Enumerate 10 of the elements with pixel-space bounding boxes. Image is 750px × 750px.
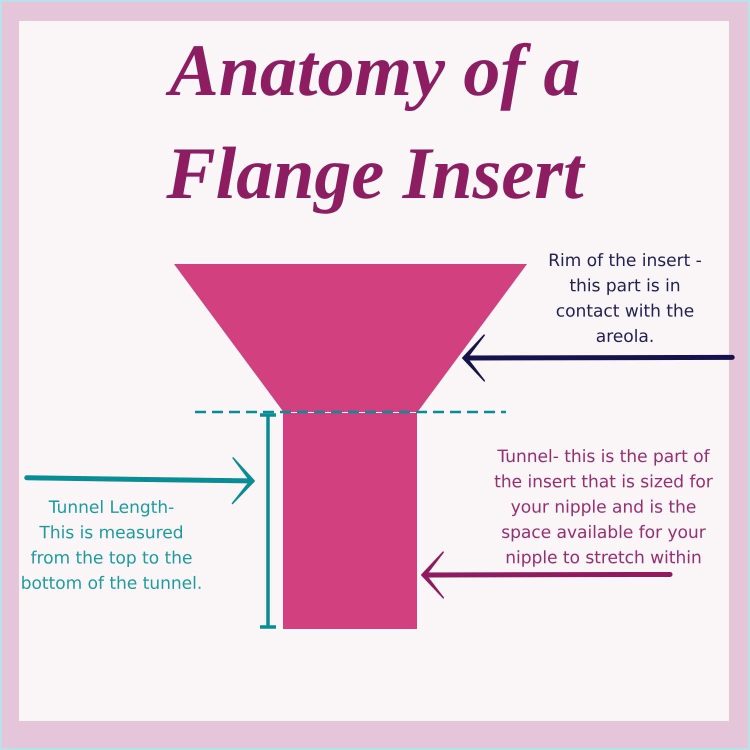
title: Anatomy of a Flange Insert [166, 42, 586, 214]
annotation-text: Rim of the insert - this part is in contact with the areola. [550, 253, 701, 342]
funnel-rim [174, 264, 527, 412]
funnel-tunnel [283, 413, 417, 629]
arrow [421, 551, 672, 599]
annotation-text: Tunnel Length- This is measured from the top to the bottom of the tunnel. [22, 500, 200, 590]
arrow [462, 334, 735, 382]
dimension-line [258, 413, 278, 629]
annotation-text: Tunnel- this is the part of the insert that is sized for your nipple and is the space available for your nipple to stretch within [494, 449, 713, 567]
arrow [24, 457, 255, 504]
